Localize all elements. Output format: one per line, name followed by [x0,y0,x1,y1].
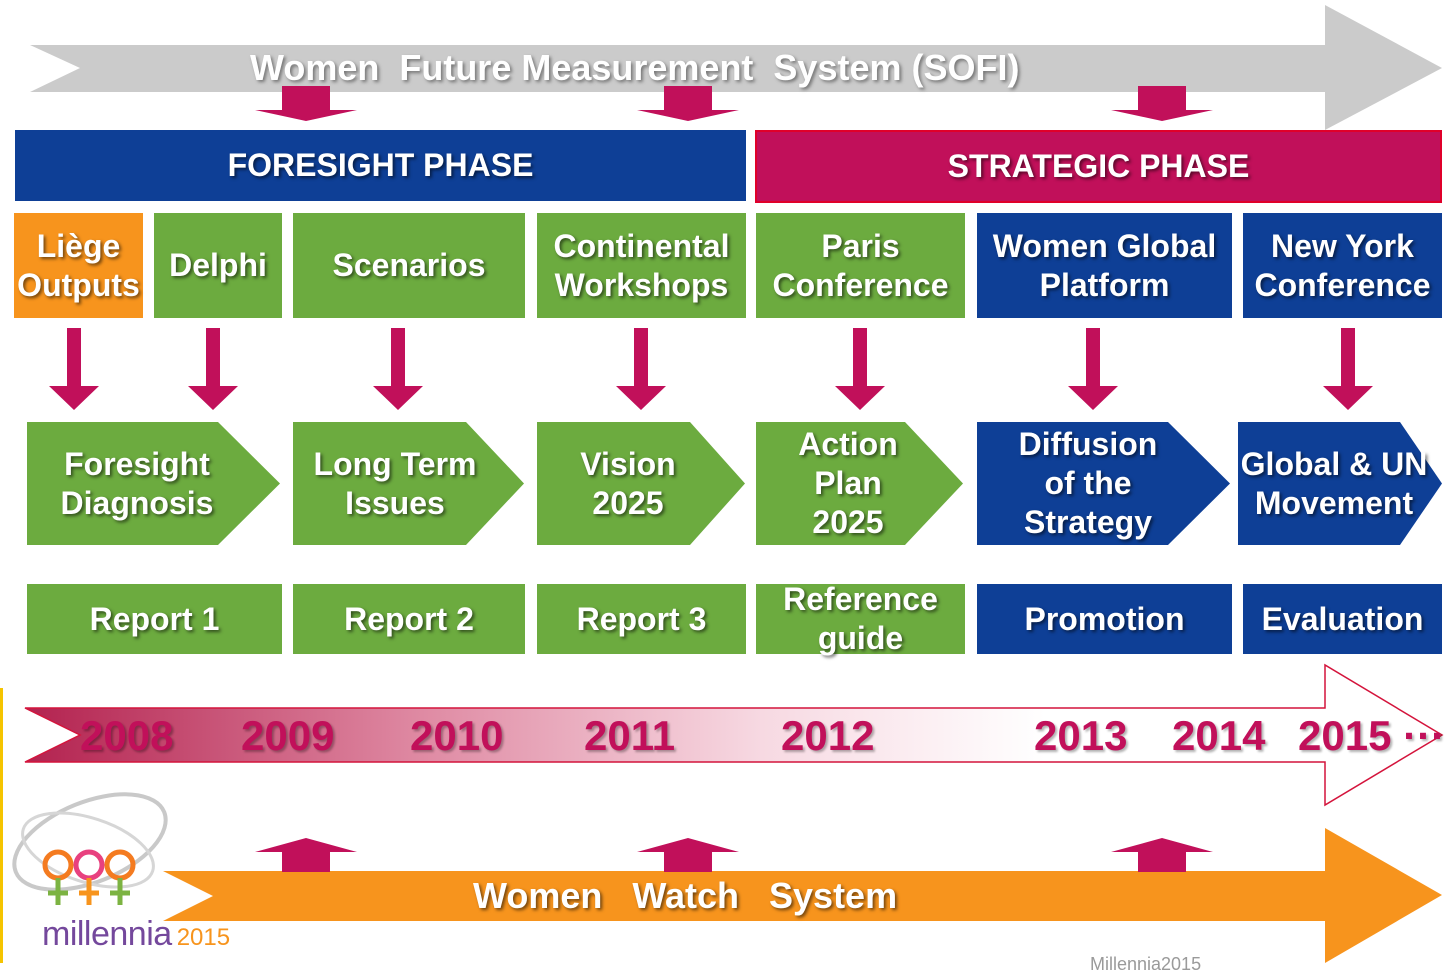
logo-swirl [12,792,168,892]
sofi-down-arrow-3 [1111,86,1213,121]
activity-scenarios: Scenarios [293,213,525,318]
deliverable-reference-guide: Reference guide [756,581,965,656]
timeline-year: 2011 [584,712,676,759]
down-arrow-liege [49,328,99,410]
logo-name: millennia [42,915,172,953]
deliverable-report-3: Report 3 [537,584,746,654]
output-diffusion-of-strategy: Diffusion of the Strategy [977,422,1230,545]
output-label: Long Term Issues [313,445,477,521]
deliverable-promotion: Promotion [977,584,1232,654]
watch-arrow [163,828,1442,963]
logo-female-symbols-icon [42,849,136,905]
activity-delphi: Delphi [154,213,282,318]
output-long-term-issues: Long Term Issues [293,422,524,545]
activity-women-global-platform: Women Global Platform [977,213,1232,318]
output-arrow-shape [977,422,1230,545]
timeline-year: 2014 [1172,712,1266,759]
sofi-down-arrow-1 [255,86,357,121]
output-label: Vision 2025 [580,445,676,521]
foresight-phase-bar: FORESIGHT PHASE [15,130,746,201]
timeline-year: 2009 [241,712,335,759]
timeline-arrow [24,663,1444,807]
output-action-plan-2025: Action Plan 2025 [756,422,963,545]
activity-paris-conference: Paris Conference [756,213,965,318]
timeline-year: 2015 ··· [1298,712,1445,759]
timeline-year: 2010 [410,712,504,759]
deliverable-report-2: Report 2 [293,584,525,654]
sofi-down-arrow-2 [637,86,739,121]
footer: Millennia2015 [1090,954,1260,974]
logo-swirl [21,811,155,889]
timeline-year: 2013 [1034,712,1128,759]
output-label: Global & UN Movement [1240,445,1428,521]
deliverable-report-1: Report 1 [27,584,282,654]
output-global-un-movement: Global & UN Movement [1238,422,1442,545]
down-arrow-new-york [1323,328,1373,410]
down-arrow-scenarios [373,328,423,410]
output-arrow-shape [1238,422,1442,545]
sofi-arrow [30,5,1442,130]
output-arrow-shape [27,422,280,545]
footer-text: Millennia2015 [1090,954,1202,974]
watch-up-arrow-1 [255,838,357,872]
deliverable-evaluation: Evaluation [1243,584,1442,654]
watch-up-arrow-3 [1111,838,1213,872]
output-label: Diffusion of the Strategy [1018,426,1158,540]
output-label: Action Plan 2025 [798,426,898,540]
timeline-year: 2008 [80,712,174,759]
strategic-phase-label: STRATEGIC PHASE [947,148,1250,184]
sofi-arrow-label: Women Future Measurement System (SOFI) [250,47,1020,88]
activity-continental-workshops: Continental Workshops [537,213,746,318]
output-label: Foresight Diagnosis [60,445,214,521]
watch-up-arrow-2 [637,838,739,872]
output-vision-2025: Vision 2025 [537,422,745,545]
timeline-year: 2012 [781,712,875,759]
logo-year: 2015 [176,924,231,951]
down-arrow-paris [835,328,885,410]
yellow-edge-rule [0,688,3,963]
output-foresight-diagnosis: Foresight Diagnosis [27,422,280,545]
foresight-phase-label: FORESIGHT PHASE [227,147,534,183]
strategic-phase-bar: STRATEGIC PHASE [755,130,1442,203]
activity-new-york-conference: New York Conference [1243,213,1442,318]
watch-arrow-label: Women Watch System [473,875,898,916]
activity-liege-outputs: Liège Outputs [14,213,143,318]
down-arrow-delphi [188,328,238,410]
down-arrow-continental [616,328,666,410]
down-arrow-women-global [1068,328,1118,410]
